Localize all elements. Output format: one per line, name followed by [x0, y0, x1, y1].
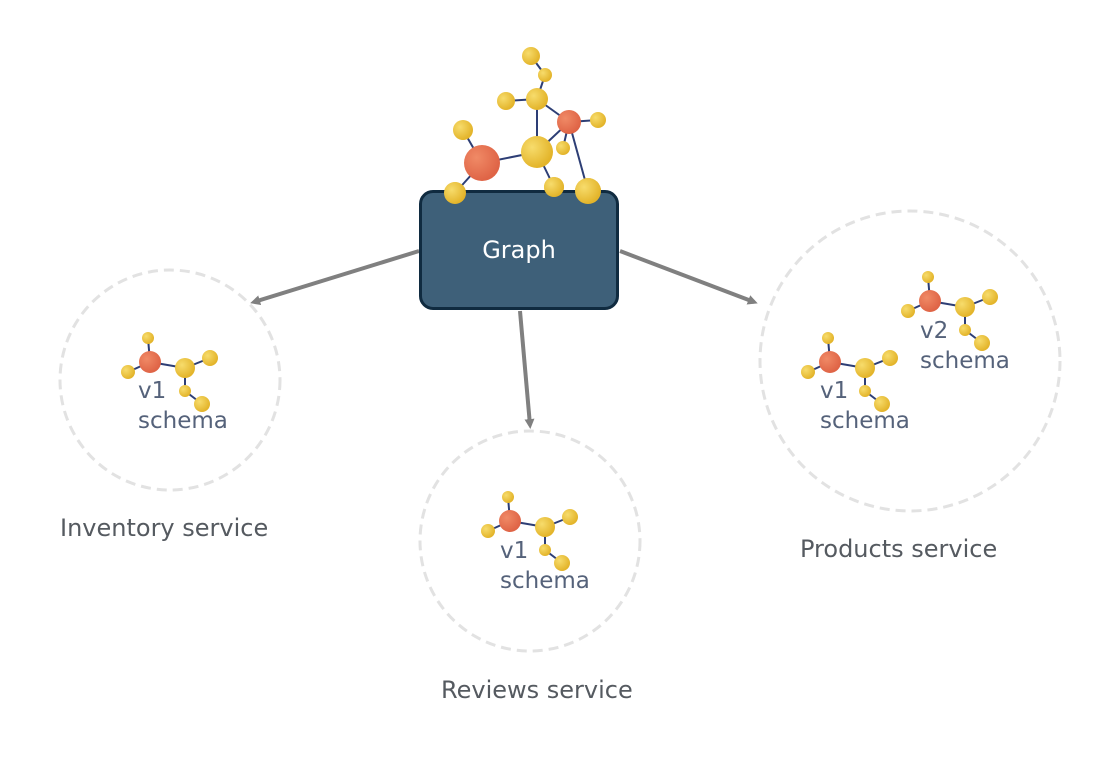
molecule-atom-yellow — [882, 350, 898, 366]
graph-box: Graph — [419, 190, 619, 310]
molecule-atom-orange — [139, 351, 161, 373]
molecule-atom-yellow — [922, 271, 934, 283]
molecule-atom-yellow — [538, 68, 552, 82]
reviews-service-label: Reviews service — [441, 676, 633, 704]
molecule-atom-yellow — [453, 120, 473, 140]
molecule-atom-yellow — [502, 491, 514, 503]
products-schema-v2-label: v2 schema — [920, 316, 1010, 376]
arrow-to-products — [619, 249, 758, 305]
molecule-atom-yellow — [521, 136, 553, 168]
molecule-atom-yellow — [556, 141, 570, 155]
molecule-atom-yellow — [522, 47, 540, 65]
molecule-atom-yellow — [121, 365, 135, 379]
schema-word: schema — [138, 408, 228, 434]
products-service-label: Products service — [800, 535, 998, 563]
schema-version: v1 — [500, 538, 529, 564]
molecule-atom-yellow — [526, 88, 548, 110]
molecule-atom-yellow — [175, 358, 195, 378]
schema-molecule-inventory-v1 — [121, 332, 218, 412]
molecule-atom-yellow — [554, 555, 570, 571]
molecule-atom-yellow — [874, 396, 890, 412]
molecule-atom-orange — [499, 510, 521, 532]
graph-molecule — [444, 47, 606, 204]
molecule-atom-yellow — [535, 517, 555, 537]
molecule-atom-yellow — [497, 92, 515, 110]
molecule-atom-yellow — [179, 385, 191, 397]
arrow-to-inventory — [250, 249, 420, 306]
inventory-schema-label: v1 schema — [138, 376, 228, 436]
molecule-atom-yellow — [590, 112, 606, 128]
schema-molecule-products-v1 — [801, 332, 898, 412]
molecule-atom-yellow — [982, 289, 998, 305]
molecule-atom-yellow — [822, 332, 834, 344]
molecule-atom-yellow — [142, 332, 154, 344]
molecule-atom-yellow — [859, 385, 871, 397]
inventory-service-circle — [58, 268, 282, 492]
schema-word: schema — [920, 348, 1010, 374]
molecule-atom-yellow — [901, 304, 915, 318]
molecule-atom-yellow — [959, 324, 971, 336]
molecule-atom-orange — [464, 145, 500, 181]
schema-molecule-reviews-v1 — [481, 491, 578, 571]
molecule-atom-yellow — [539, 544, 551, 556]
schema-version: v1 — [820, 378, 849, 404]
molecule-atom-yellow — [194, 396, 210, 412]
schema-word: schema — [820, 408, 910, 434]
graph-label: Graph — [482, 236, 556, 264]
products-schema-v1-label: v1 schema — [820, 376, 910, 436]
schema-version: v2 — [920, 318, 949, 344]
molecule-atom-yellow — [855, 358, 875, 378]
molecule-atom-yellow — [202, 350, 218, 366]
molecule-atom-yellow — [562, 509, 578, 525]
reviews-service-circle — [418, 429, 642, 653]
schema-word: schema — [500, 568, 590, 594]
molecule-atom-orange — [919, 290, 941, 312]
molecule-atom-yellow — [955, 297, 975, 317]
molecule-atom-orange — [557, 110, 581, 134]
products-service-circle — [758, 209, 1062, 513]
molecule-atom-yellow — [974, 335, 990, 351]
arrow-to-reviews — [518, 310, 535, 429]
reviews-schema-label: v1 schema — [500, 536, 590, 596]
inventory-service-label: Inventory service — [60, 514, 269, 542]
schema-molecule-products-v2 — [901, 271, 998, 351]
molecule-atom-yellow — [801, 365, 815, 379]
molecule-atom-orange — [819, 351, 841, 373]
molecule-atom-yellow — [481, 524, 495, 538]
schema-version: v1 — [138, 378, 167, 404]
